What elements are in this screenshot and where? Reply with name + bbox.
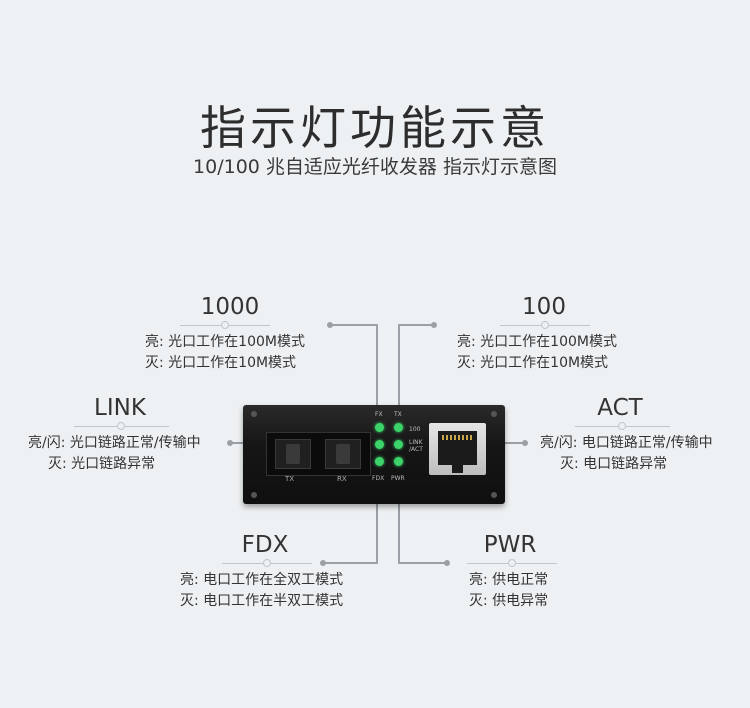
label-100-desc: 亮: 光口工作在100M模式 灭: 光口工作在10M模式 — [457, 332, 617, 374]
label-pwr-desc: 亮: 供电正常 灭: 供电异常 — [469, 570, 548, 612]
label-fdx-dot — [263, 559, 271, 567]
label-link-dot — [117, 422, 125, 430]
screw-top-left — [251, 411, 257, 417]
led-label-100: 100 — [409, 426, 421, 433]
label-fdx: FDX — [205, 532, 325, 558]
label-1000-dot — [221, 321, 229, 329]
label-fdx-heading: FDX — [241, 532, 289, 558]
label-act-heading: ACT — [597, 395, 643, 421]
port-label-tx: TX — [285, 475, 295, 483]
leader-act-end — [522, 440, 528, 446]
label-pwr-dot — [508, 559, 516, 567]
label-1000-on: 亮: 光口工作在100M模式 — [145, 334, 305, 350]
label-fdx-desc: 亮: 电口工作在全双工模式 灭: 电口工作在半双工模式 — [180, 570, 343, 612]
label-100-on: 亮: 光口工作在100M模式 — [457, 334, 617, 350]
label-100: 100 — [454, 294, 634, 320]
label-100-dot — [541, 321, 549, 329]
media-converter-panel: TX RX FX TX 100 LINK /ACT FDX PWR — [243, 405, 505, 504]
label-100-off: 灭: 光口工作在10M模式 — [457, 355, 609, 371]
label-100-heading: 100 — [522, 294, 566, 320]
sc-slot-rx — [325, 439, 361, 469]
led-label-link: LINK — [409, 439, 423, 446]
led-pwr — [394, 457, 403, 466]
leader-fdx-end — [320, 560, 326, 566]
label-fdx-off: 灭: 电口工作在半双工模式 — [180, 593, 344, 609]
leader-pwr-v — [398, 486, 400, 563]
label-1000-off: 灭: 光口工作在10M模式 — [145, 355, 297, 371]
label-link: LINK — [60, 395, 180, 421]
label-pwr-heading: PWR — [483, 532, 537, 558]
led-label-fx: FX — [375, 411, 383, 418]
label-act-off: 灭: 电口链路异常 — [560, 456, 668, 472]
screw-bottom-left — [251, 492, 257, 498]
led-label-tx: TX — [394, 411, 402, 418]
screw-top-right — [491, 411, 497, 417]
label-act: ACT — [560, 395, 680, 421]
led-fdx — [375, 457, 384, 466]
led-label-fdx: FDX — [372, 475, 385, 482]
label-fdx-on: 亮: 电口工作在全双工模式 — [180, 572, 344, 588]
label-link-heading: LINK — [94, 395, 146, 421]
label-act-dot — [618, 422, 626, 430]
label-act-on: 亮/闪: 电口链路正常/传输中 — [540, 435, 713, 451]
label-pwr: PWR — [450, 532, 570, 558]
page-subtitle: 10/100 兆自适应光纤收发器 指示灯示意图 — [193, 156, 557, 178]
label-link-off: 灭: 光口链路异常 — [48, 456, 156, 472]
label-pwr-on: 亮: 供电正常 — [469, 572, 549, 588]
led-1000 — [375, 423, 384, 432]
leader-100-h — [398, 324, 434, 326]
label-1000-desc: 亮: 光口工作在100M模式 灭: 光口工作在10M模式 — [145, 332, 305, 374]
led-link — [375, 440, 384, 449]
leader-1000-v — [376, 324, 378, 414]
sc-fiber-port[interactable] — [266, 432, 371, 476]
leader-1000-h — [330, 324, 377, 326]
led-label-act: /ACT — [409, 446, 423, 453]
label-1000: 1000 — [140, 294, 320, 320]
leader-100-v — [398, 324, 400, 414]
label-pwr-off: 灭: 供电异常 — [469, 593, 549, 609]
page-title: 指示灯功能示意 — [200, 101, 550, 155]
port-label-rx: RX — [337, 475, 347, 483]
leader-fdx-v — [376, 486, 378, 563]
leader-fdx-h — [324, 562, 378, 564]
label-act-desc: 亮/闪: 电口链路正常/传输中 灭: 电口链路异常 — [540, 433, 713, 475]
sc-slot-tx — [275, 439, 311, 469]
label-1000-heading: 1000 — [200, 294, 260, 320]
leader-pwr-end — [444, 560, 450, 566]
label-link-desc: 亮/闪: 光口链路正常/传输中 灭: 光口链路异常 — [28, 433, 201, 475]
led-100 — [394, 423, 403, 432]
screw-bottom-right — [491, 492, 497, 498]
led-act — [394, 440, 403, 449]
leader-pwr-h — [398, 562, 445, 564]
led-label-pwr: PWR — [391, 475, 405, 482]
rj45-port[interactable] — [429, 423, 486, 475]
leader-100-end — [431, 322, 437, 328]
label-link-on: 亮/闪: 光口链路正常/传输中 — [28, 435, 201, 451]
